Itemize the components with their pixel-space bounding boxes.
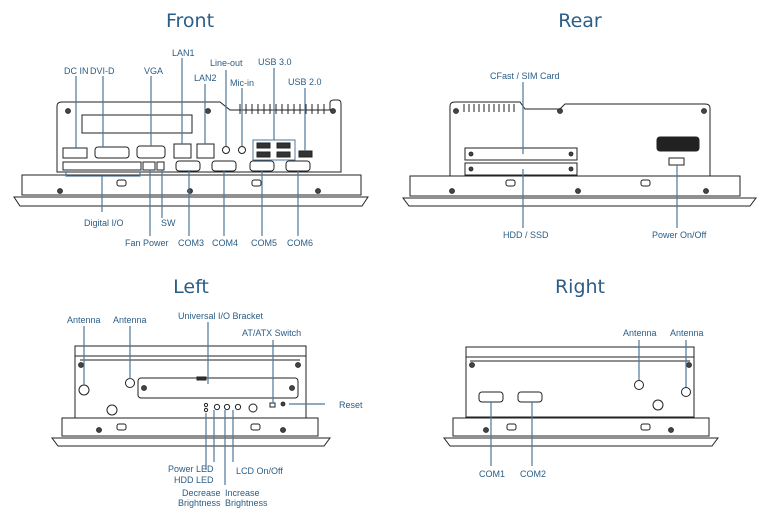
front-bezel <box>21 174 362 196</box>
label-usb20: USB 2.0 <box>288 77 322 87</box>
label-hdd-ssd: HDD / SSD <box>503 230 549 240</box>
digital-io-terminal <box>62 161 142 171</box>
com4-port <box>211 160 237 172</box>
label-com6: COM6 <box>287 238 314 248</box>
antenna-hole-4 <box>681 387 691 397</box>
label-com1: COM1 <box>479 469 506 479</box>
usb20-port <box>298 150 313 158</box>
power-switch <box>668 157 685 166</box>
universal-io-bracket <box>137 377 299 399</box>
mic-in-jack <box>238 146 246 154</box>
label-dvi-d: DVI-D <box>90 66 115 76</box>
label-decrease-brightness: Decrease Brightness <box>178 488 221 508</box>
left-bezel <box>61 417 319 437</box>
right-title: Right <box>554 276 606 298</box>
left-title: Left <box>173 276 209 298</box>
lan1-port <box>173 143 192 159</box>
label-hdd-led: HDD LED <box>174 475 214 485</box>
label-vga: VGA <box>144 66 164 76</box>
dvi-port <box>94 146 130 159</box>
fan-power-terminal <box>142 161 156 171</box>
label-cfast-sim: CFast / SIM Card <box>490 71 560 81</box>
com2-port <box>517 391 543 403</box>
label-dc-in: DC IN <box>64 66 89 76</box>
label-at-atx: AT/ATX Switch <box>242 328 302 338</box>
label-power-onoff: Power On/Off <box>652 230 707 240</box>
antenna-hole-1 <box>78 384 90 396</box>
label-reset: Reset <box>339 400 363 410</box>
label-universal-io: Universal I/O Bracket <box>178 311 264 321</box>
label-usb30: USB 3.0 <box>258 57 292 67</box>
label-power-led: Power LED <box>168 464 214 474</box>
label-increase-brightness: Increase Brightness <box>225 488 268 508</box>
label-sw: SW <box>161 218 176 228</box>
heatsink-fins <box>239 104 325 114</box>
antenna-hole-3 <box>634 380 644 390</box>
line-out-jack <box>222 146 230 154</box>
hdd-ssd-bay <box>464 162 578 176</box>
label-line-out: Line-out <box>210 58 243 68</box>
antenna-hole-2 <box>125 378 135 388</box>
label-com4: COM4 <box>212 238 239 248</box>
lan2-port <box>196 143 215 159</box>
rear-cover-plate <box>656 136 700 152</box>
rear-bezel <box>409 175 741 197</box>
sw-terminal <box>156 161 165 171</box>
vga-port <box>136 145 166 159</box>
com3-port <box>175 160 201 172</box>
front-title: Front <box>165 10 215 32</box>
label-digital-io: Digital I/O <box>84 218 124 228</box>
right-chassis <box>465 346 695 418</box>
expansion-slot-cover <box>81 114 193 134</box>
dc-in-port <box>62 147 88 159</box>
left-view-drawing <box>51 322 331 485</box>
label-right-antenna-2: Antenna <box>670 328 704 338</box>
com6-port <box>285 160 311 172</box>
label-com3: COM3 <box>178 238 205 248</box>
label-lan1: LAN1 <box>172 48 195 58</box>
rear-title: Rear <box>558 10 602 32</box>
rear-view-drawing <box>402 82 757 228</box>
label-left-antenna-1: Antenna <box>67 315 101 325</box>
label-fan-power: Fan Power <box>125 238 169 248</box>
right-view-drawing <box>443 340 719 466</box>
label-right-antenna-1: Antenna <box>623 328 657 338</box>
front-view-drawing <box>13 58 369 236</box>
cfast-sim-slot <box>464 147 578 161</box>
right-bezel <box>452 417 710 437</box>
label-lan2: LAN2 <box>194 73 217 83</box>
label-com2: COM2 <box>520 469 547 479</box>
label-lcd-onoff: LCD On/Off <box>236 466 283 476</box>
label-com5: COM5 <box>251 238 278 248</box>
label-left-antenna-2: Antenna <box>113 315 147 325</box>
com1-port <box>478 391 504 403</box>
com5-port <box>249 160 275 172</box>
label-mic-in: Mic-in <box>230 78 254 88</box>
